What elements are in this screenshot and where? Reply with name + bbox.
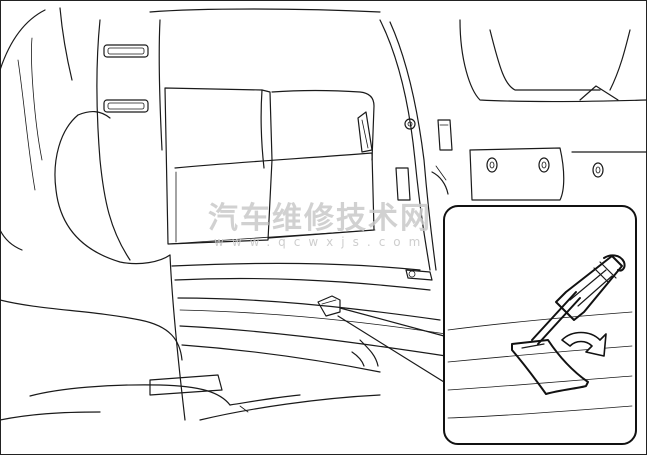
watermark: 汽车维修技术网 www.qcwxjs.com: [208, 201, 432, 249]
pry-direction-arrow: [561, 331, 607, 357]
cargo-floor: [0, 254, 447, 421]
watermark-title: 汽车维修技术网: [208, 201, 432, 236]
detail-callout: [443, 205, 637, 445]
screwdriver-icon: [531, 254, 626, 345]
rear-seat-backs: [164, 87, 376, 245]
rear-pillar: [54, 19, 171, 265]
left-body-panel: [0, 7, 73, 251]
tailgate-opening: [149, 8, 453, 281]
trim-piece: [511, 339, 589, 395]
tailgate-inner-panel: [459, 19, 647, 201]
callout-leader: [337, 307, 445, 383]
watermark-url: www.qcwxjs.com: [214, 235, 428, 249]
